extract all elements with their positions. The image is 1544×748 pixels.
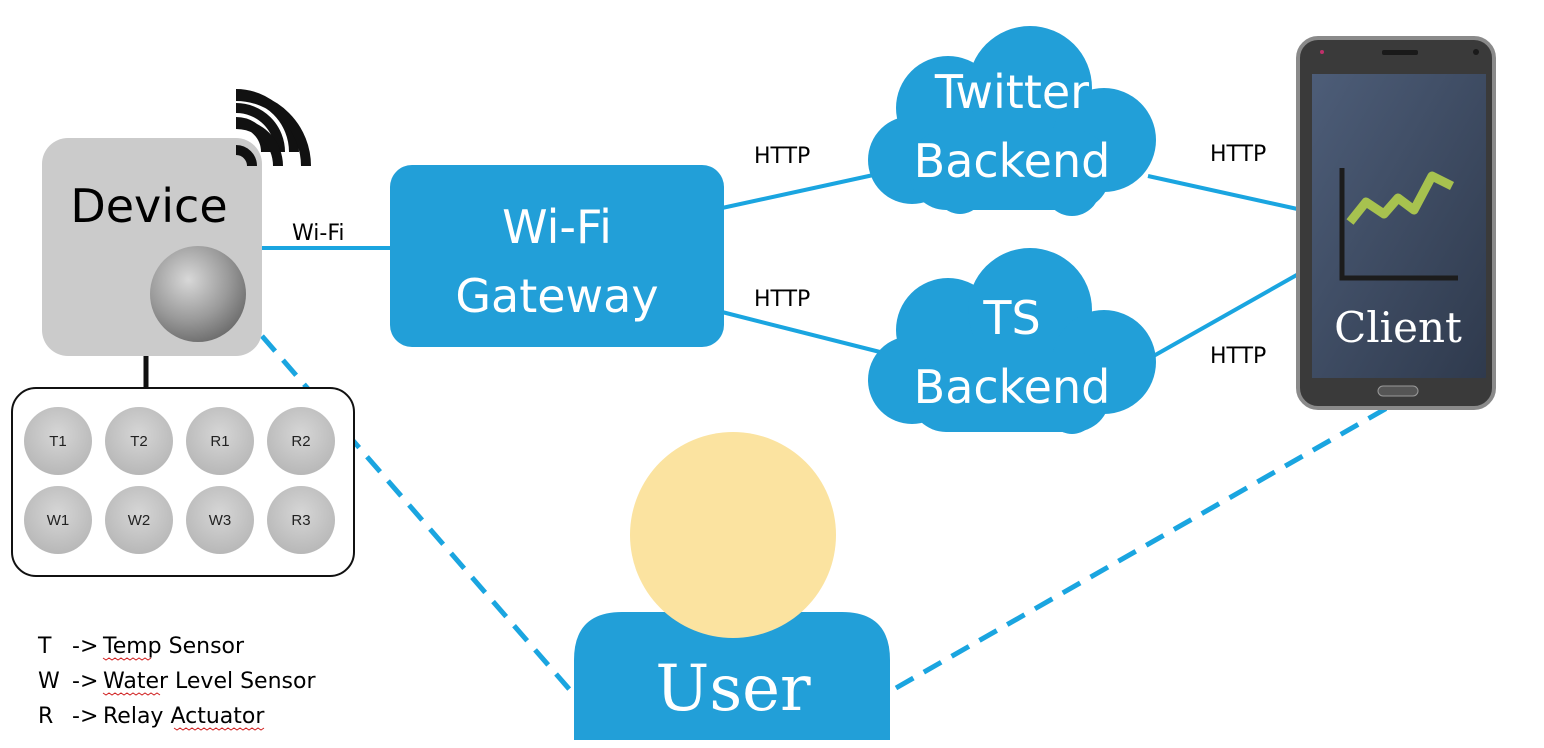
sensor-label-w2: W2	[128, 512, 151, 529]
sensor-board: T1 T2 R1 R2 W1 W2 W3 R3	[11, 387, 355, 577]
legend-key-w: W	[38, 669, 60, 694]
legend-text-r: Relay Actuator	[103, 704, 265, 729]
legend-text-t: Temp Sensor	[102, 634, 245, 659]
sensor-r2	[267, 407, 335, 475]
link-label-http-gateway-twitter: HTTP	[754, 144, 810, 169]
user-head	[630, 432, 836, 638]
phone-speaker	[1382, 50, 1418, 55]
legend-arrow-t: ->	[72, 634, 98, 659]
gateway-node: Wi-Fi Gateway	[390, 165, 724, 347]
sensor-label-w1: W1	[47, 512, 70, 529]
phone-home-button	[1377, 385, 1419, 397]
sensor-r1	[186, 407, 254, 475]
ts-label-line2: Backend	[914, 360, 1111, 414]
legend-arrow-r: ->	[72, 704, 98, 729]
twitter-cloud-shape	[868, 26, 1156, 216]
sensor-row-2: W1 W2 W3 R3	[24, 486, 335, 554]
user-node: User	[574, 432, 890, 740]
link-user-client-dashed	[894, 401, 1396, 691]
sensor-label-t1: T1	[49, 433, 67, 450]
line-chart-icon	[1339, 168, 1458, 281]
sensor-label-r3: R3	[291, 512, 310, 529]
ts-backend-node: TS Backend	[868, 248, 1156, 434]
gateway-label-line2: Gateway	[455, 269, 658, 323]
phone-led	[1320, 50, 1324, 54]
sensor-w2	[105, 486, 173, 554]
legend-row-r: R -> Relay Actuator	[38, 704, 265, 731]
legend-arrow-w: ->	[72, 669, 98, 694]
legend-row-t: T -> Temp Sensor	[37, 634, 245, 661]
legend: T -> Temp Sensor W -> Water Level Sensor…	[37, 634, 316, 731]
user-body	[574, 612, 890, 740]
wifi-signal-arcs	[235, 91, 311, 167]
sensor-label-r1: R1	[210, 433, 229, 450]
sensor-label-w3: W3	[209, 512, 232, 529]
link-label-http-ts-client: HTTP	[1210, 344, 1266, 369]
legend-row-w: W -> Water Level Sensor	[38, 669, 316, 696]
ts-cloud-shape	[868, 248, 1156, 434]
ts-label-line1: TS	[982, 291, 1040, 345]
sensor-t1	[24, 407, 92, 475]
sensor-label-t2: T2	[130, 433, 148, 450]
sensor-w3	[186, 486, 254, 554]
client-node: Client	[1296, 36, 1496, 410]
gateway-label-line1: Wi-Fi	[502, 200, 612, 254]
link-label-http-twitter-client: HTTP	[1210, 142, 1266, 167]
link-label-http-gateway-ts: HTTP	[754, 287, 810, 312]
gateway-box	[390, 165, 724, 347]
spellcheck-underline	[173, 727, 265, 731]
client-label: Client	[1334, 303, 1462, 352]
link-gateway-ts	[721, 310, 881, 354]
link-label-wifi: Wi-Fi	[292, 221, 345, 246]
legend-key-t: T	[37, 634, 52, 659]
legend-text-w: Water Level Sensor	[103, 669, 316, 694]
sensor-t2	[105, 407, 173, 475]
twitter-backend-node: Twitter Backend	[868, 26, 1156, 216]
device-knob	[150, 246, 246, 342]
phone-camera	[1473, 49, 1479, 55]
link-ts-client	[1149, 270, 1303, 360]
device-node: Device	[42, 89, 311, 388]
sensor-label-r2: R2	[291, 433, 310, 450]
link-gateway-twitter	[721, 172, 879, 210]
spellcheck-underline	[102, 692, 161, 696]
twitter-label-line2: Backend	[914, 134, 1111, 188]
sensor-r3	[267, 486, 335, 554]
twitter-label-line1: Twitter	[934, 65, 1089, 119]
device-label: Device	[70, 179, 227, 233]
sensor-row-1: T1 T2 R1 R2	[24, 407, 335, 475]
user-label: User	[655, 652, 811, 726]
link-twitter-client	[1147, 174, 1303, 212]
legend-key-r: R	[38, 704, 53, 729]
spellcheck-underline	[102, 657, 152, 661]
sensor-w1	[24, 486, 92, 554]
